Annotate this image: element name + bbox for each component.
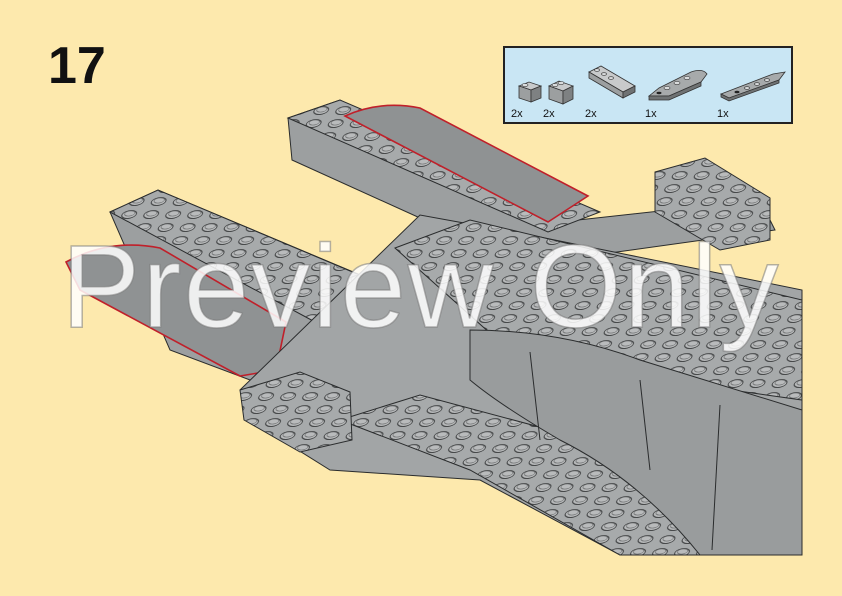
upper-wing [286,99,776,263]
slope-brick-double-icon [547,80,575,105]
parts-callout: 2x 2x 2x 1x [503,46,793,124]
part-wedge-plate-small: 1x [717,48,789,122]
part-qty: 2x [511,108,523,120]
part-slope-brick-double: 2x [543,48,579,122]
part-qty: 1x [717,108,729,120]
main-hull [239,214,803,556]
step-number: 17 [48,37,106,95]
part-qty: 2x [585,108,597,120]
slope-brick-icon [517,81,543,103]
wedge-plate-large-icon [647,70,708,101]
part-wedge-plate-large: 1x [645,48,711,122]
curved-slope-icon [588,65,636,99]
wedge-plate-small-icon [720,71,786,102]
part-slope-brick: 2x [511,48,547,122]
part-curved-slope: 2x [585,48,639,122]
part-qty: 1x [645,108,657,120]
part-qty: 2x [543,108,555,120]
